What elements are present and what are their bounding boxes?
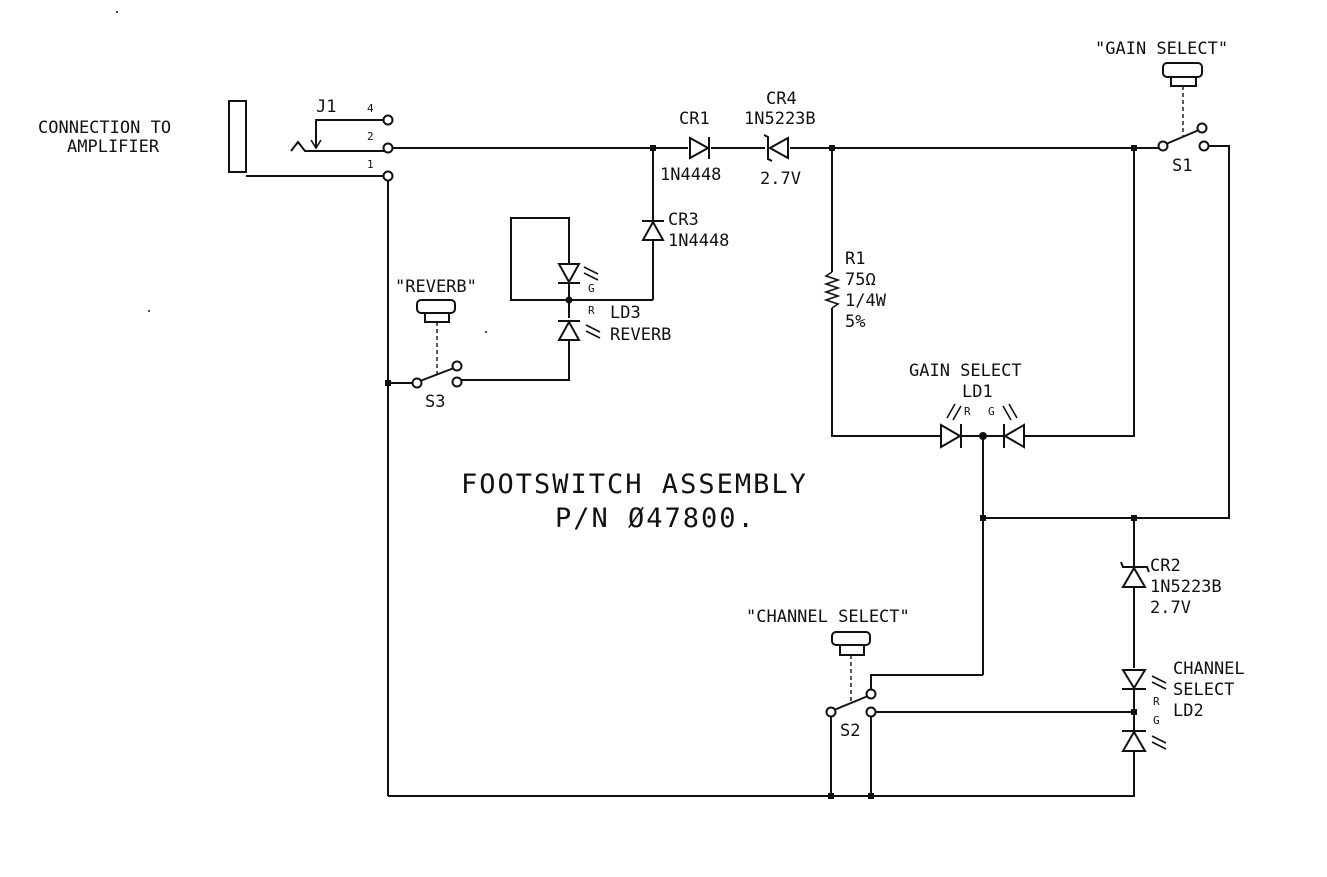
channel-label: CHANNEL (1173, 659, 1245, 679)
s2-label: S2 (840, 721, 860, 741)
ld1-label: LD1 (962, 382, 993, 402)
reverb-footswitch-button: "REVERB" (395, 277, 477, 323)
amplifier-connector: CONNECTION TO AMPLIFIER (38, 100, 388, 177)
j1-label: J1 (316, 97, 336, 117)
j1-jack: J1 4 2 1 (290, 97, 394, 182)
ld1-to-s2-wire (870, 436, 1137, 690)
ld1-left-label: R (964, 405, 971, 418)
amplifier-label: AMPLIFIER (67, 137, 160, 157)
cr4-label: CR4 (766, 89, 797, 109)
s3-label: S3 (425, 392, 445, 412)
channel-select-button-label: "CHANNEL SELECT" (746, 607, 910, 627)
s1-label: S1 (1172, 156, 1192, 176)
cr3-part-label: 1N4448 (668, 231, 729, 251)
reverb-button-label: "REVERB" (395, 277, 477, 297)
cr2-zener: CR2 1N5223B 2.7V (1120, 518, 1222, 668)
ld1-right-label: G (988, 405, 995, 418)
pin2-label: 2 (367, 130, 374, 143)
ld2-r-label: R (1153, 695, 1160, 708)
cr1-part-label: 1N4448 (660, 165, 721, 185)
ld1-led: R G GAIN SELECT LD1 (909, 148, 1135, 449)
r1-ohm-label: 75Ω (845, 270, 876, 290)
left-common-wire (385, 181, 412, 796)
cr4-volt-label: 2.7V (760, 169, 801, 189)
s3-switch: S3 (411, 322, 463, 412)
ld3-name-label: REVERB (610, 325, 671, 345)
cr2-part-label: 1N5223B (1150, 577, 1222, 597)
channel-select-footswitch-button: "CHANNEL SELECT" (746, 607, 910, 656)
s1-switch: S1 (983, 86, 1230, 519)
gain-select-label: GAIN SELECT (909, 361, 1022, 381)
title-block: FOOTSWITCH ASSEMBLY P/N Ø47800. (461, 469, 808, 534)
ld2-g-label: G (1153, 714, 1160, 727)
ld3-label: LD3 (610, 303, 641, 323)
r1-resistor: R1 75Ω 1/4W 5% (823, 148, 940, 437)
ld3-led: G R LD3 REVERB (461, 217, 671, 381)
cr4-part-label: 1N5223B (744, 109, 816, 129)
gain-select-button-label: "GAIN SELECT" (1095, 39, 1228, 59)
gain-select-footswitch-button: "GAIN SELECT" (1095, 39, 1228, 87)
ld3-r-label: R (588, 304, 595, 317)
cr2-volt-label: 2.7V (1150, 598, 1191, 618)
r1-watt-label: 1/4W (845, 291, 887, 311)
cr1-label: CR1 (679, 109, 710, 129)
r1-tol-label: 5% (845, 312, 865, 332)
ld2-led: R G CHANNEL SELECT LD2 (388, 659, 1245, 797)
select-label: SELECT (1173, 680, 1234, 700)
cr2-label: CR2 (1150, 556, 1181, 576)
pin1-label: 1 (367, 158, 374, 171)
cr3-diode: CR3 1N4448 (569, 148, 729, 301)
part-number: P/N Ø47800. (555, 503, 756, 534)
r1-label: R1 (845, 249, 865, 269)
pin4-label: 4 (367, 102, 374, 115)
assembly-title: FOOTSWITCH ASSEMBLY (461, 469, 808, 500)
ld2-label: LD2 (1173, 701, 1204, 721)
s2-switch: S2 (825, 655, 1134, 799)
cr3-label: CR3 (668, 210, 699, 230)
ld3-g-label: G (588, 282, 595, 295)
cr1-diode: CR1 1N4448 (660, 109, 721, 185)
cr4-zener: CR4 1N5223B 2.7V (744, 89, 816, 189)
connection-label: CONNECTION TO (38, 118, 171, 138)
